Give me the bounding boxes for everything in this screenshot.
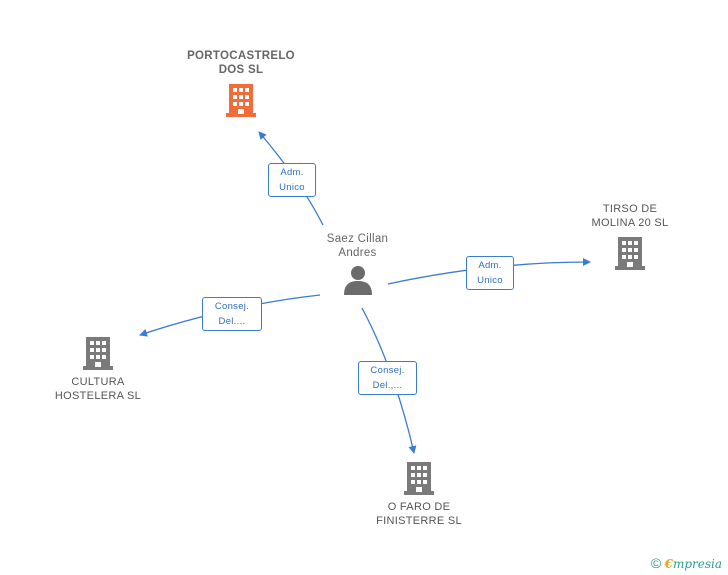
- relation-label-portocastrelo[interactable]: Adm. Unico: [268, 163, 316, 197]
- company-node-portocastrelo[interactable]: PORTOCASTRELO DOS SL: [170, 49, 312, 118]
- company-node-faro[interactable]: O FARO DE FINISTERRE SL: [363, 460, 475, 528]
- company-name: PORTOCASTRELO DOS SL: [187, 50, 295, 76]
- brand-initial: €: [664, 557, 673, 571]
- company-node-tirso[interactable]: TIRSO DE MOLINA 20 SL: [575, 202, 685, 271]
- company-name: CULTURA HOSTELERA SL: [54, 376, 142, 402]
- relation-label-faro[interactable]: Consej. Del.,...: [358, 361, 417, 395]
- copyright-symbol: ©: [650, 555, 662, 571]
- building-icon: [404, 462, 434, 495]
- building-icon: [226, 84, 256, 117]
- company-name: TIRSO DE MOLINA 20 SL: [591, 203, 669, 229]
- relation-label-tirso[interactable]: Adm. Unico: [466, 256, 514, 290]
- person-icon: [343, 266, 372, 295]
- brand-logo: © €mpresia: [651, 555, 722, 571]
- building-icon: [83, 337, 113, 370]
- relation-label-cultura[interactable]: Consej. Del....: [202, 297, 262, 331]
- person-name: Saez Cillan Andres: [326, 233, 389, 259]
- building-icon: [615, 237, 645, 270]
- company-name: O FARO DE FINISTERRE SL: [376, 501, 462, 527]
- brand-name: mpresia: [672, 557, 722, 571]
- company-node-cultura[interactable]: CULTURA HOSTELERA SL: [42, 335, 154, 403]
- person-node[interactable]: Saez Cillan Andres: [300, 232, 415, 296]
